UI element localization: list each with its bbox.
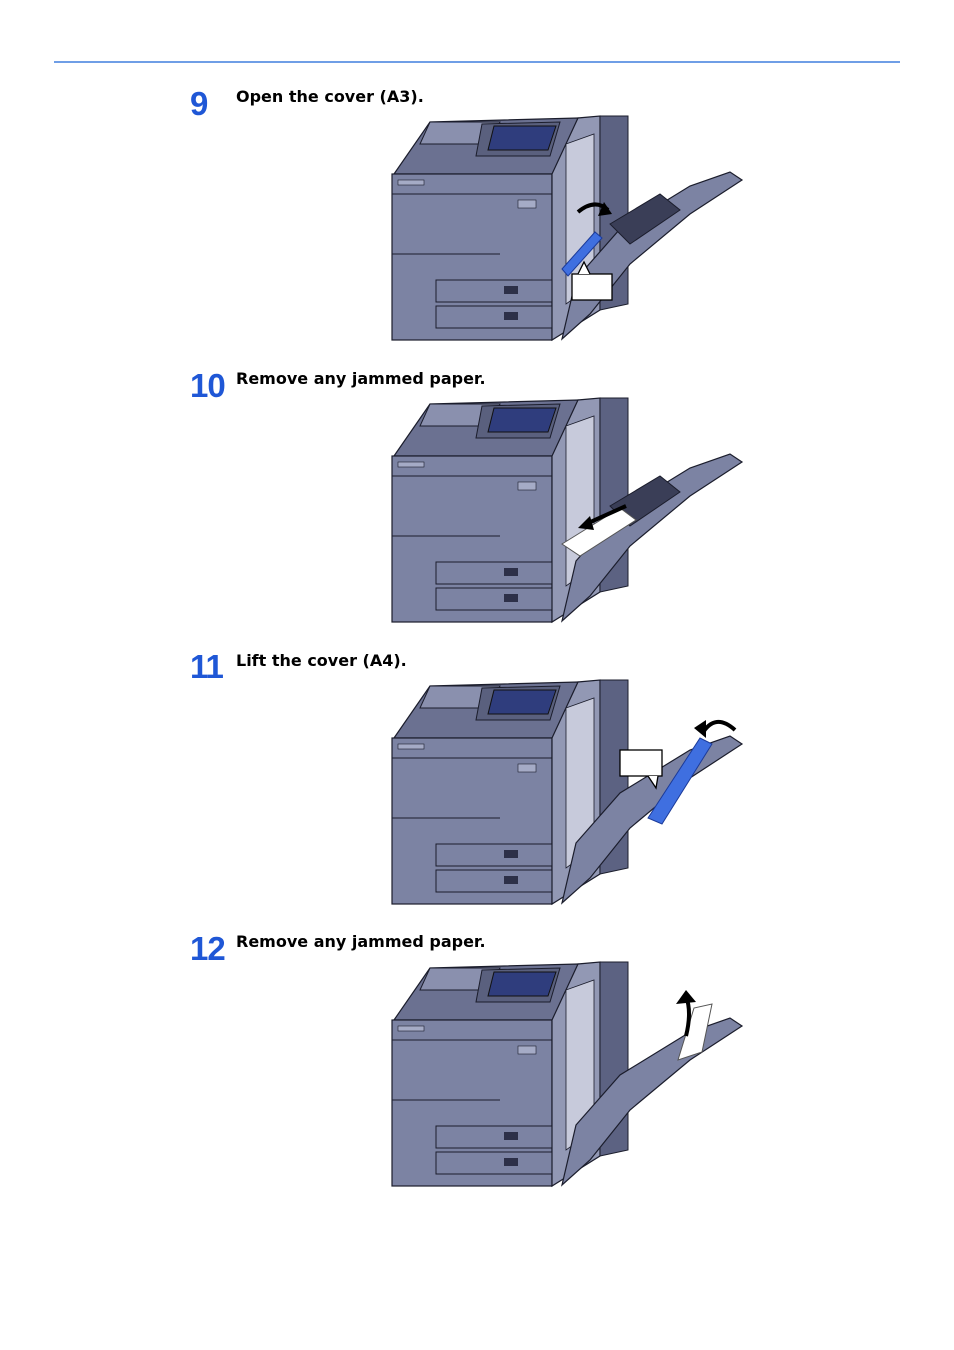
header-rule	[54, 61, 900, 63]
step-12-illustration	[390, 960, 750, 1188]
step-9-number: 9	[190, 87, 207, 120]
step-11-instruction: Lift the cover (A4).	[236, 653, 407, 669]
step-10-illustration	[390, 396, 750, 624]
step-9-instruction: Open the cover (A3).	[236, 89, 424, 105]
step-11-number: 11	[190, 650, 223, 683]
step-10-number: 10	[190, 369, 225, 402]
step-12-instruction: Remove any jammed paper.	[236, 934, 486, 950]
step-11-illustration	[390, 678, 750, 906]
step-9-illustration	[390, 114, 750, 342]
step-12-number: 12	[190, 932, 225, 965]
step-10-instruction: Remove any jammed paper.	[236, 371, 486, 387]
